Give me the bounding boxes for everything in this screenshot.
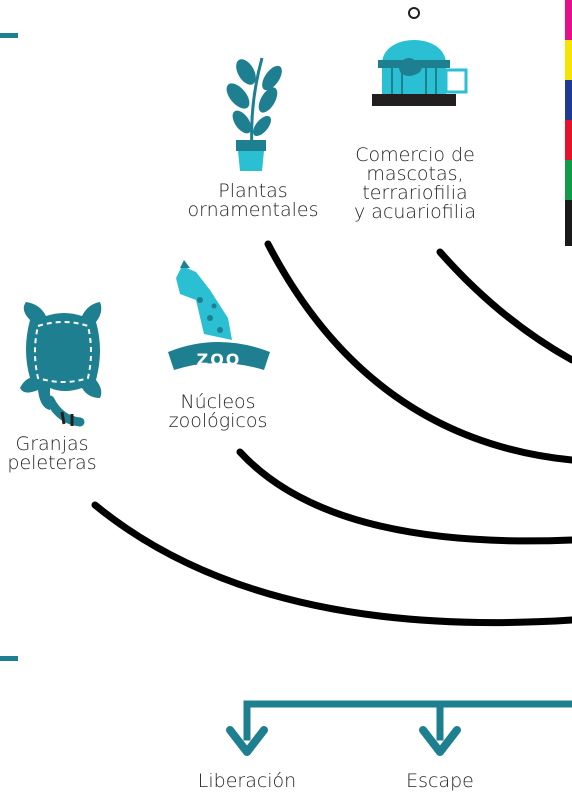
- color-swatch: [565, 120, 572, 160]
- color-swatch: [565, 240, 572, 246]
- zoo-sign-text: ZOO: [197, 350, 242, 369]
- curve-comercio: [436, 248, 572, 364]
- bird-cage-icon: [372, 7, 468, 106]
- down-arrow-icon: [419, 726, 461, 756]
- edge-mark-top: [0, 33, 18, 38]
- down-arrow-icon: [226, 726, 268, 756]
- animal-hide-icon: [20, 302, 102, 427]
- label-comercio-mascotas: Comercio de mascotas, terrariofilia y ac…: [354, 144, 476, 223]
- color-swatch: [565, 0, 572, 40]
- color-swatch: [565, 160, 572, 200]
- label-granjas-peleteras: Granjas peleteras: [7, 433, 97, 474]
- flow-curves: [91, 240, 572, 627]
- potted-plant-icon: [226, 57, 282, 171]
- label-liberacion: Liberación: [197, 770, 297, 792]
- giraffe-zoo-icon: ZOO: [168, 260, 270, 370]
- edge-mark-bottom: [0, 656, 18, 661]
- label-plantas-ornamentales: Plantas ornamentales: [187, 180, 319, 221]
- curve-zoologicos: [236, 448, 572, 545]
- color-swatch: [565, 200, 572, 240]
- color-swatch: [565, 40, 572, 80]
- color-swatch: [565, 80, 572, 120]
- curve-plantas: [264, 240, 572, 464]
- outcome-connector: [243, 700, 572, 741]
- label-nucleos-zoologicos: Núcleos zoológicos: [168, 391, 268, 432]
- label-escape: Escape: [406, 770, 474, 792]
- curve-granjas: [91, 501, 572, 627]
